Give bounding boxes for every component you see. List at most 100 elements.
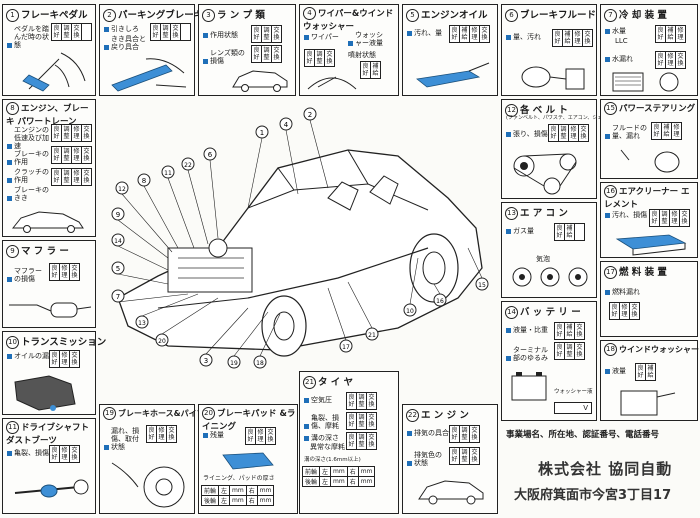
callout-3: 3 <box>199 353 213 367</box>
section-number: 1 <box>6 9 19 22</box>
check-table[interactable]: 良好補給修理 <box>651 122 682 140</box>
check-table[interactable]: 良好修理交換 <box>146 425 177 443</box>
check-table[interactable]: 良好調整修理交換 <box>51 124 92 142</box>
brake-pad-illustration <box>222 452 274 470</box>
callout-7: 7 <box>111 289 125 303</box>
muffler-illustration <box>9 302 92 318</box>
svg-text:16: 16 <box>436 298 444 305</box>
svg-text:21: 21 <box>368 332 376 339</box>
brake-hose-illustration <box>111 462 185 508</box>
check-table[interactable]: 良好調整交換 <box>251 45 282 63</box>
svg-text:9: 9 <box>116 211 120 219</box>
callout-15: 15 <box>475 277 489 291</box>
callout-1: 1 <box>255 125 269 139</box>
check-table[interactable]: 良好調整交換 <box>51 23 92 41</box>
callout-12: 12 <box>115 181 129 195</box>
svg-text:11: 11 <box>164 170 172 177</box>
bullet-icon <box>7 42 12 48</box>
callout-16: 16 <box>433 293 447 307</box>
check-table[interactable]: 良好調整交換 <box>346 392 377 410</box>
svg-text:5: 5 <box>116 265 120 273</box>
check-table[interactable]: 良好補給 <box>360 61 381 79</box>
check-table[interactable]: 良好調整修理交換 <box>51 146 92 164</box>
callout-2: 2 <box>303 107 317 121</box>
svg-text:18: 18 <box>256 360 264 367</box>
check-table[interactable]: 良好調整交換 <box>346 432 377 450</box>
svg-text:15: 15 <box>478 282 486 289</box>
check-table[interactable]: 良好修理交換 <box>49 263 80 281</box>
check-table[interactable]: 良好修理交換 <box>49 350 80 368</box>
car-driving-illustration <box>11 211 84 233</box>
air-filter-illustration <box>615 234 687 256</box>
check-table[interactable]: 良好調整修理交換 <box>548 124 589 142</box>
washer-tank-illustration <box>620 390 676 416</box>
check-table[interactable]: 良好調整交換 <box>251 25 282 43</box>
check-table[interactable]: 良好調整交換 <box>346 412 377 430</box>
section-title: フレーキペダル <box>21 10 88 21</box>
car-lamp-illustration <box>232 70 288 92</box>
car-diagram: 1 2 3 4 5 6 7 8 9 10 11 12 13 14 15 16 1… <box>111 107 489 369</box>
svg-text:19: 19 <box>230 360 238 367</box>
svg-text:20: 20 <box>158 338 166 345</box>
company-address-stamp: 大阪府箕面市今宮3丁目17 <box>514 488 672 503</box>
check-table[interactable]: 良好補給 <box>635 363 656 381</box>
driveshaft-illustration <box>14 479 89 498</box>
callout-20: 20 <box>155 333 169 347</box>
svg-text:8: 8 <box>142 177 146 185</box>
wiper-illustration <box>307 76 357 90</box>
svg-text:1: 1 <box>260 129 264 137</box>
voltage-field[interactable]: V <box>554 402 592 414</box>
check-table[interactable]: 良好修理交換 <box>49 445 80 463</box>
callout-6: 6 <box>203 147 217 161</box>
callout-5: 5 <box>111 261 125 275</box>
power-steering-reservoir-illustration <box>620 149 680 173</box>
check-table[interactable]: 良好調整修理交換 <box>649 209 690 227</box>
check-table[interactable]: 良好調整交換 <box>449 425 480 443</box>
check-table[interactable]: 良好修理交換 <box>655 51 686 69</box>
svg-text:17: 17 <box>342 344 350 351</box>
check-table[interactable]: 良好補給交換 <box>554 322 585 340</box>
oil-can-illustration <box>416 62 490 88</box>
check-table[interactable]: 良好補給修理交換 <box>552 29 593 47</box>
check-table[interactable]: 良好補給 <box>554 223 585 241</box>
belt-pulley-illustration <box>513 153 577 195</box>
svg-text:7: 7 <box>116 293 120 301</box>
check-table[interactable]: 良好補給修理交換 <box>449 25 490 43</box>
svg-text:3: 3 <box>204 357 208 365</box>
check-table[interactable]: 良好調整交換 <box>449 447 480 465</box>
check-table[interactable]: 良好調整修理交換 <box>51 168 92 186</box>
callout-14: 14 <box>111 233 125 247</box>
callout-22: 22 <box>181 157 195 171</box>
check-table[interactable]: 良好補給修理 <box>655 25 686 43</box>
sight-glass-illustration <box>512 267 588 287</box>
callout-4: 4 <box>279 117 293 131</box>
svg-text:6: 6 <box>208 151 213 159</box>
callout-18: 18 <box>253 355 267 369</box>
svg-text:4: 4 <box>284 121 289 129</box>
check-table[interactable]: 良好調整交換 <box>150 23 191 41</box>
battery-illustration <box>511 372 547 401</box>
svg-text:22: 22 <box>184 162 192 169</box>
check-table[interactable]: 良好調整交換 <box>304 49 335 67</box>
callout-21: 21 <box>365 327 379 341</box>
callout-19: 19 <box>227 355 241 369</box>
callout-9: 9 <box>111 207 125 221</box>
check-table[interactable]: 良好修理交換 <box>609 302 640 320</box>
check-table[interactable]: 良好修理交換 <box>245 427 276 445</box>
check-table[interactable]: 良好調整交換 <box>554 342 585 360</box>
